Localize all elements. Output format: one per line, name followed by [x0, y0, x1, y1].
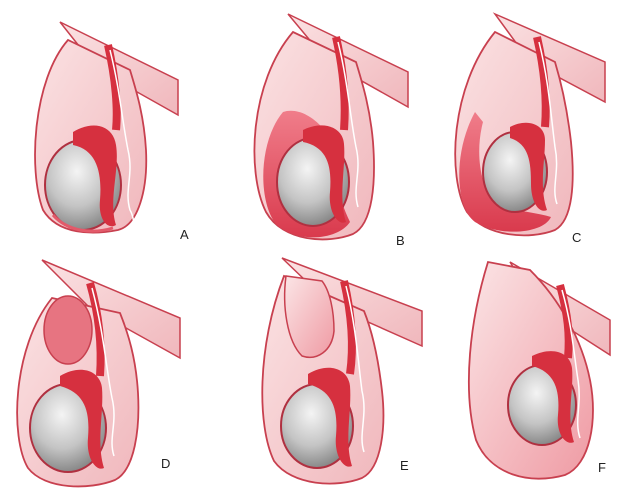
epididymis	[73, 125, 117, 227]
spermatic-cord	[332, 36, 349, 131]
cord-vessel	[337, 41, 359, 208]
cord-vessel	[345, 285, 365, 453]
panel-e: E	[261, 257, 423, 485]
fluid-along-cord	[283, 275, 335, 358]
tunica-fluid	[459, 112, 551, 232]
epididymis	[532, 351, 574, 443]
spermatic-cord	[340, 280, 356, 375]
spermatic-cord	[533, 36, 550, 128]
panel-label-c: C	[572, 230, 581, 245]
tunica-fluid	[51, 213, 114, 233]
abdominal-wall	[41, 259, 181, 360]
spermatic-cord	[556, 283, 573, 359]
epididymis	[510, 122, 547, 211]
panel-label-f: F	[598, 460, 606, 475]
panel-f: F	[467, 260, 611, 480]
panel-label-d: D	[161, 456, 170, 471]
cord-vessel	[91, 287, 115, 457]
panel-label-b: B	[396, 233, 405, 248]
panel-b: B	[253, 13, 409, 248]
cord-cyst	[43, 295, 93, 365]
cord-vessel	[561, 289, 581, 439]
panel-c: C	[454, 12, 606, 245]
panel-label-a: A	[180, 227, 189, 242]
epididymis	[303, 125, 346, 223]
panel-d: D	[16, 259, 181, 488]
epididymis	[308, 367, 352, 467]
epididymis	[60, 369, 104, 469]
panel-a: A	[34, 21, 189, 242]
cord-vessel	[109, 49, 139, 233]
panel-label-e: E	[400, 458, 409, 473]
cord-vessel	[538, 41, 558, 205]
spermatic-cord	[104, 44, 121, 131]
